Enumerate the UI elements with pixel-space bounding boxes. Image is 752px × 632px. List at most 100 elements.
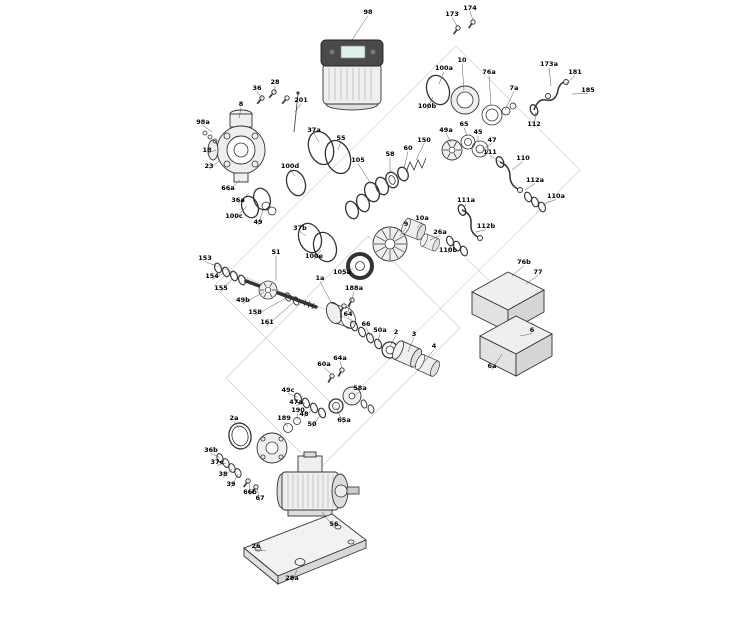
part-label: 98a: [196, 118, 209, 126]
part-label: 8: [239, 100, 244, 108]
leader-line: [416, 221, 423, 229]
leader-line: [222, 468, 233, 478]
part-label: 158: [248, 308, 262, 316]
leader-line: [447, 243, 453, 254]
part-label: 1a: [316, 274, 325, 282]
part-label: 64a: [333, 354, 346, 362]
leader-line: [283, 421, 289, 428]
leader-line: [469, 11, 474, 21]
part-label: 111: [483, 148, 497, 156]
part-label: 110a: [547, 192, 565, 200]
part-label: 36a: [231, 196, 244, 204]
leader-line: [206, 149, 217, 154]
leader-line: [303, 408, 314, 418]
part-label: 58: [385, 150, 395, 158]
leader-line: [463, 203, 467, 210]
part-label: 111a: [457, 196, 475, 204]
leader-line: [542, 199, 557, 205]
motor: [276, 451, 360, 517]
sleeve-row: [337, 296, 442, 378]
part-label: 105: [351, 156, 365, 164]
part-label: 60: [403, 144, 413, 152]
part-label: 56: [329, 520, 339, 528]
part-label: 4: [432, 342, 437, 350]
terminal-box: [320, 39, 384, 111]
part-label: 50a: [373, 326, 386, 334]
part-label: 18: [202, 146, 212, 154]
part-label: 67: [255, 494, 264, 502]
leader-line: [519, 333, 533, 337]
leader-line: [204, 261, 217, 267]
leader-line: [347, 317, 355, 325]
part-label: 112a: [526, 176, 544, 184]
leader-line: [365, 327, 371, 337]
leader-line: [295, 402, 306, 406]
leader-line: [504, 91, 515, 111]
part-label: 6a: [488, 362, 497, 370]
part-label: 50: [307, 420, 317, 428]
part-label: 100e: [305, 252, 324, 260]
part-label: 66: [361, 320, 371, 328]
part-label: 161: [260, 318, 274, 326]
part-label: 100c: [225, 212, 243, 220]
leader-line: [438, 71, 445, 85]
leader-line: [299, 231, 307, 237]
part-label: 173: [445, 10, 459, 18]
leader-line: [511, 265, 525, 277]
part-label: 37c: [211, 458, 224, 466]
leader-line: [248, 482, 251, 496]
part-label: 65a: [337, 416, 350, 424]
leader-line: [233, 421, 240, 429]
leader-line: [242, 291, 265, 304]
drive-display: [340, 45, 366, 59]
leader-line: [311, 413, 322, 428]
leader-line: [511, 161, 524, 171]
leader-line: [351, 15, 369, 41]
leader-line: [533, 111, 537, 128]
part-label: 26a: [433, 228, 446, 236]
part-label: 100b: [418, 102, 437, 110]
leader-line: [491, 353, 503, 370]
leader-line: [353, 391, 361, 397]
leader-line: [237, 192, 250, 204]
part-label: 9: [404, 220, 409, 228]
part-label: 36: [252, 84, 262, 92]
part-label: 153: [198, 254, 212, 262]
part-label: 100a: [435, 64, 453, 72]
leader-line: [429, 235, 441, 241]
leader-line: [548, 67, 552, 87]
part-label: 26: [251, 542, 261, 550]
leader-line: [230, 473, 239, 488]
part-label: 112b: [477, 222, 496, 230]
leader-line: [227, 179, 241, 192]
part-label: 48: [299, 410, 309, 418]
coupling-assembly: [346, 216, 442, 280]
part-label: 185: [581, 86, 595, 94]
part-label: 45: [473, 128, 483, 136]
part-label: 7a: [510, 84, 519, 92]
part-label: 64: [343, 310, 353, 318]
leader-line: [377, 333, 381, 343]
leader-line: [211, 272, 225, 280]
leader-line: [451, 17, 458, 27]
part-label: 77: [533, 268, 542, 276]
leader-line: [475, 229, 487, 233]
part-label: 49a: [439, 126, 452, 134]
part-label: 2a: [230, 414, 239, 422]
leader-line: [336, 409, 345, 424]
part-label: 38: [218, 470, 228, 478]
part-label: 189: [277, 414, 291, 422]
leader-line: [463, 127, 468, 137]
shaft-seal-stack: [363, 157, 427, 203]
leader-line: [216, 462, 227, 466]
part-label: 110: [516, 154, 530, 162]
part-label: 188a: [345, 284, 363, 292]
part-label: 28: [270, 78, 280, 86]
part-label: 110b: [439, 246, 458, 254]
leader-line: [357, 163, 372, 185]
leader-line: [339, 361, 343, 369]
sensor-pipes: [444, 79, 569, 258]
